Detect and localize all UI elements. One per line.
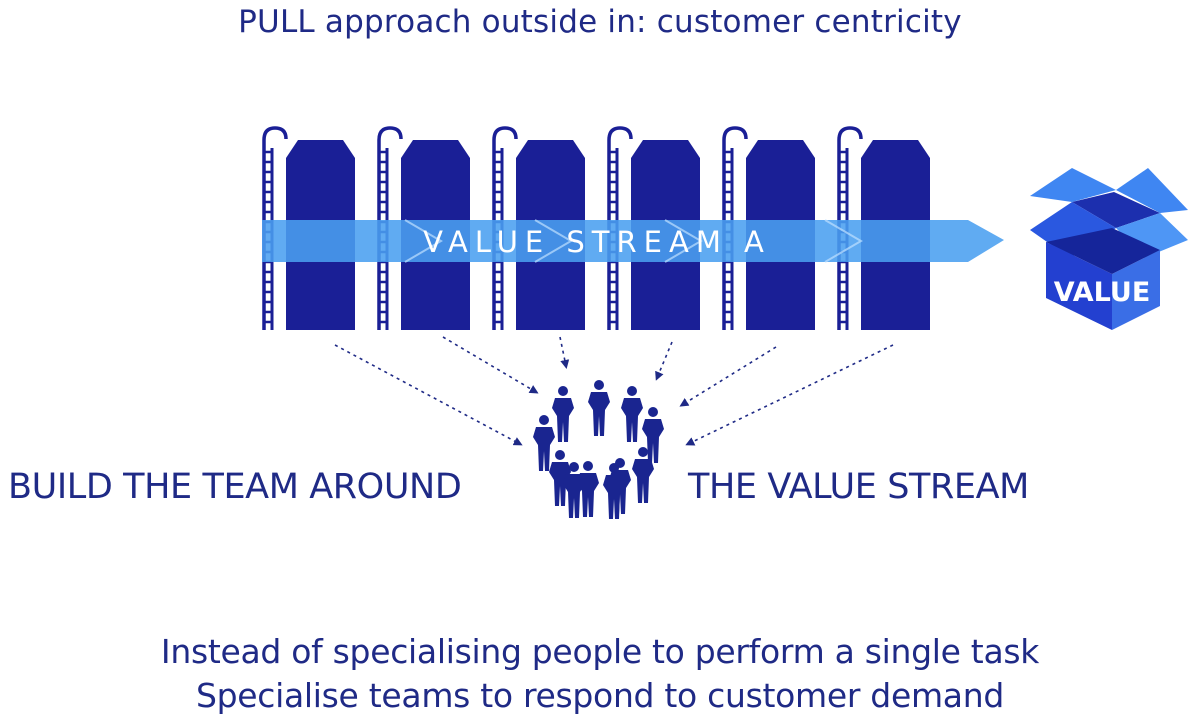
value-box-icon: VALUE bbox=[1030, 168, 1188, 330]
value-box-label: VALUE bbox=[1054, 277, 1151, 308]
dotted-arrow-icon bbox=[334, 344, 523, 446]
value-stream-arrow: VALUE STREAM A bbox=[262, 219, 1004, 263]
message-line-1: Instead of specialising people to perfor… bbox=[160, 632, 1040, 671]
person-icon bbox=[588, 380, 610, 436]
person-icon bbox=[552, 386, 574, 442]
person-icon bbox=[563, 462, 585, 518]
message-line-2: Specialise teams to respond to customer … bbox=[196, 676, 1004, 715]
dotted-arrow-icon bbox=[559, 336, 570, 369]
page-title: PULL approach outside in: customer centr… bbox=[238, 4, 962, 40]
team-label-left: BUILD THE TEAM AROUND bbox=[8, 467, 462, 507]
team-group bbox=[533, 380, 664, 519]
person-icon bbox=[632, 447, 654, 503]
dotted-arrow-icon bbox=[685, 344, 894, 446]
team-label-right: THE VALUE STREAM bbox=[688, 467, 1029, 507]
dotted-arrow-icon bbox=[442, 336, 539, 394]
person-icon bbox=[603, 463, 625, 519]
dotted-arrow-icon bbox=[679, 346, 777, 407]
person-icon bbox=[621, 386, 643, 442]
person-icon bbox=[642, 407, 664, 463]
person-icon bbox=[549, 450, 571, 506]
team-pointer-arrows bbox=[334, 336, 894, 446]
dotted-arrow-icon bbox=[655, 341, 673, 381]
value-stream-label: VALUE STREAM A bbox=[423, 225, 771, 259]
person-icon bbox=[533, 415, 555, 471]
